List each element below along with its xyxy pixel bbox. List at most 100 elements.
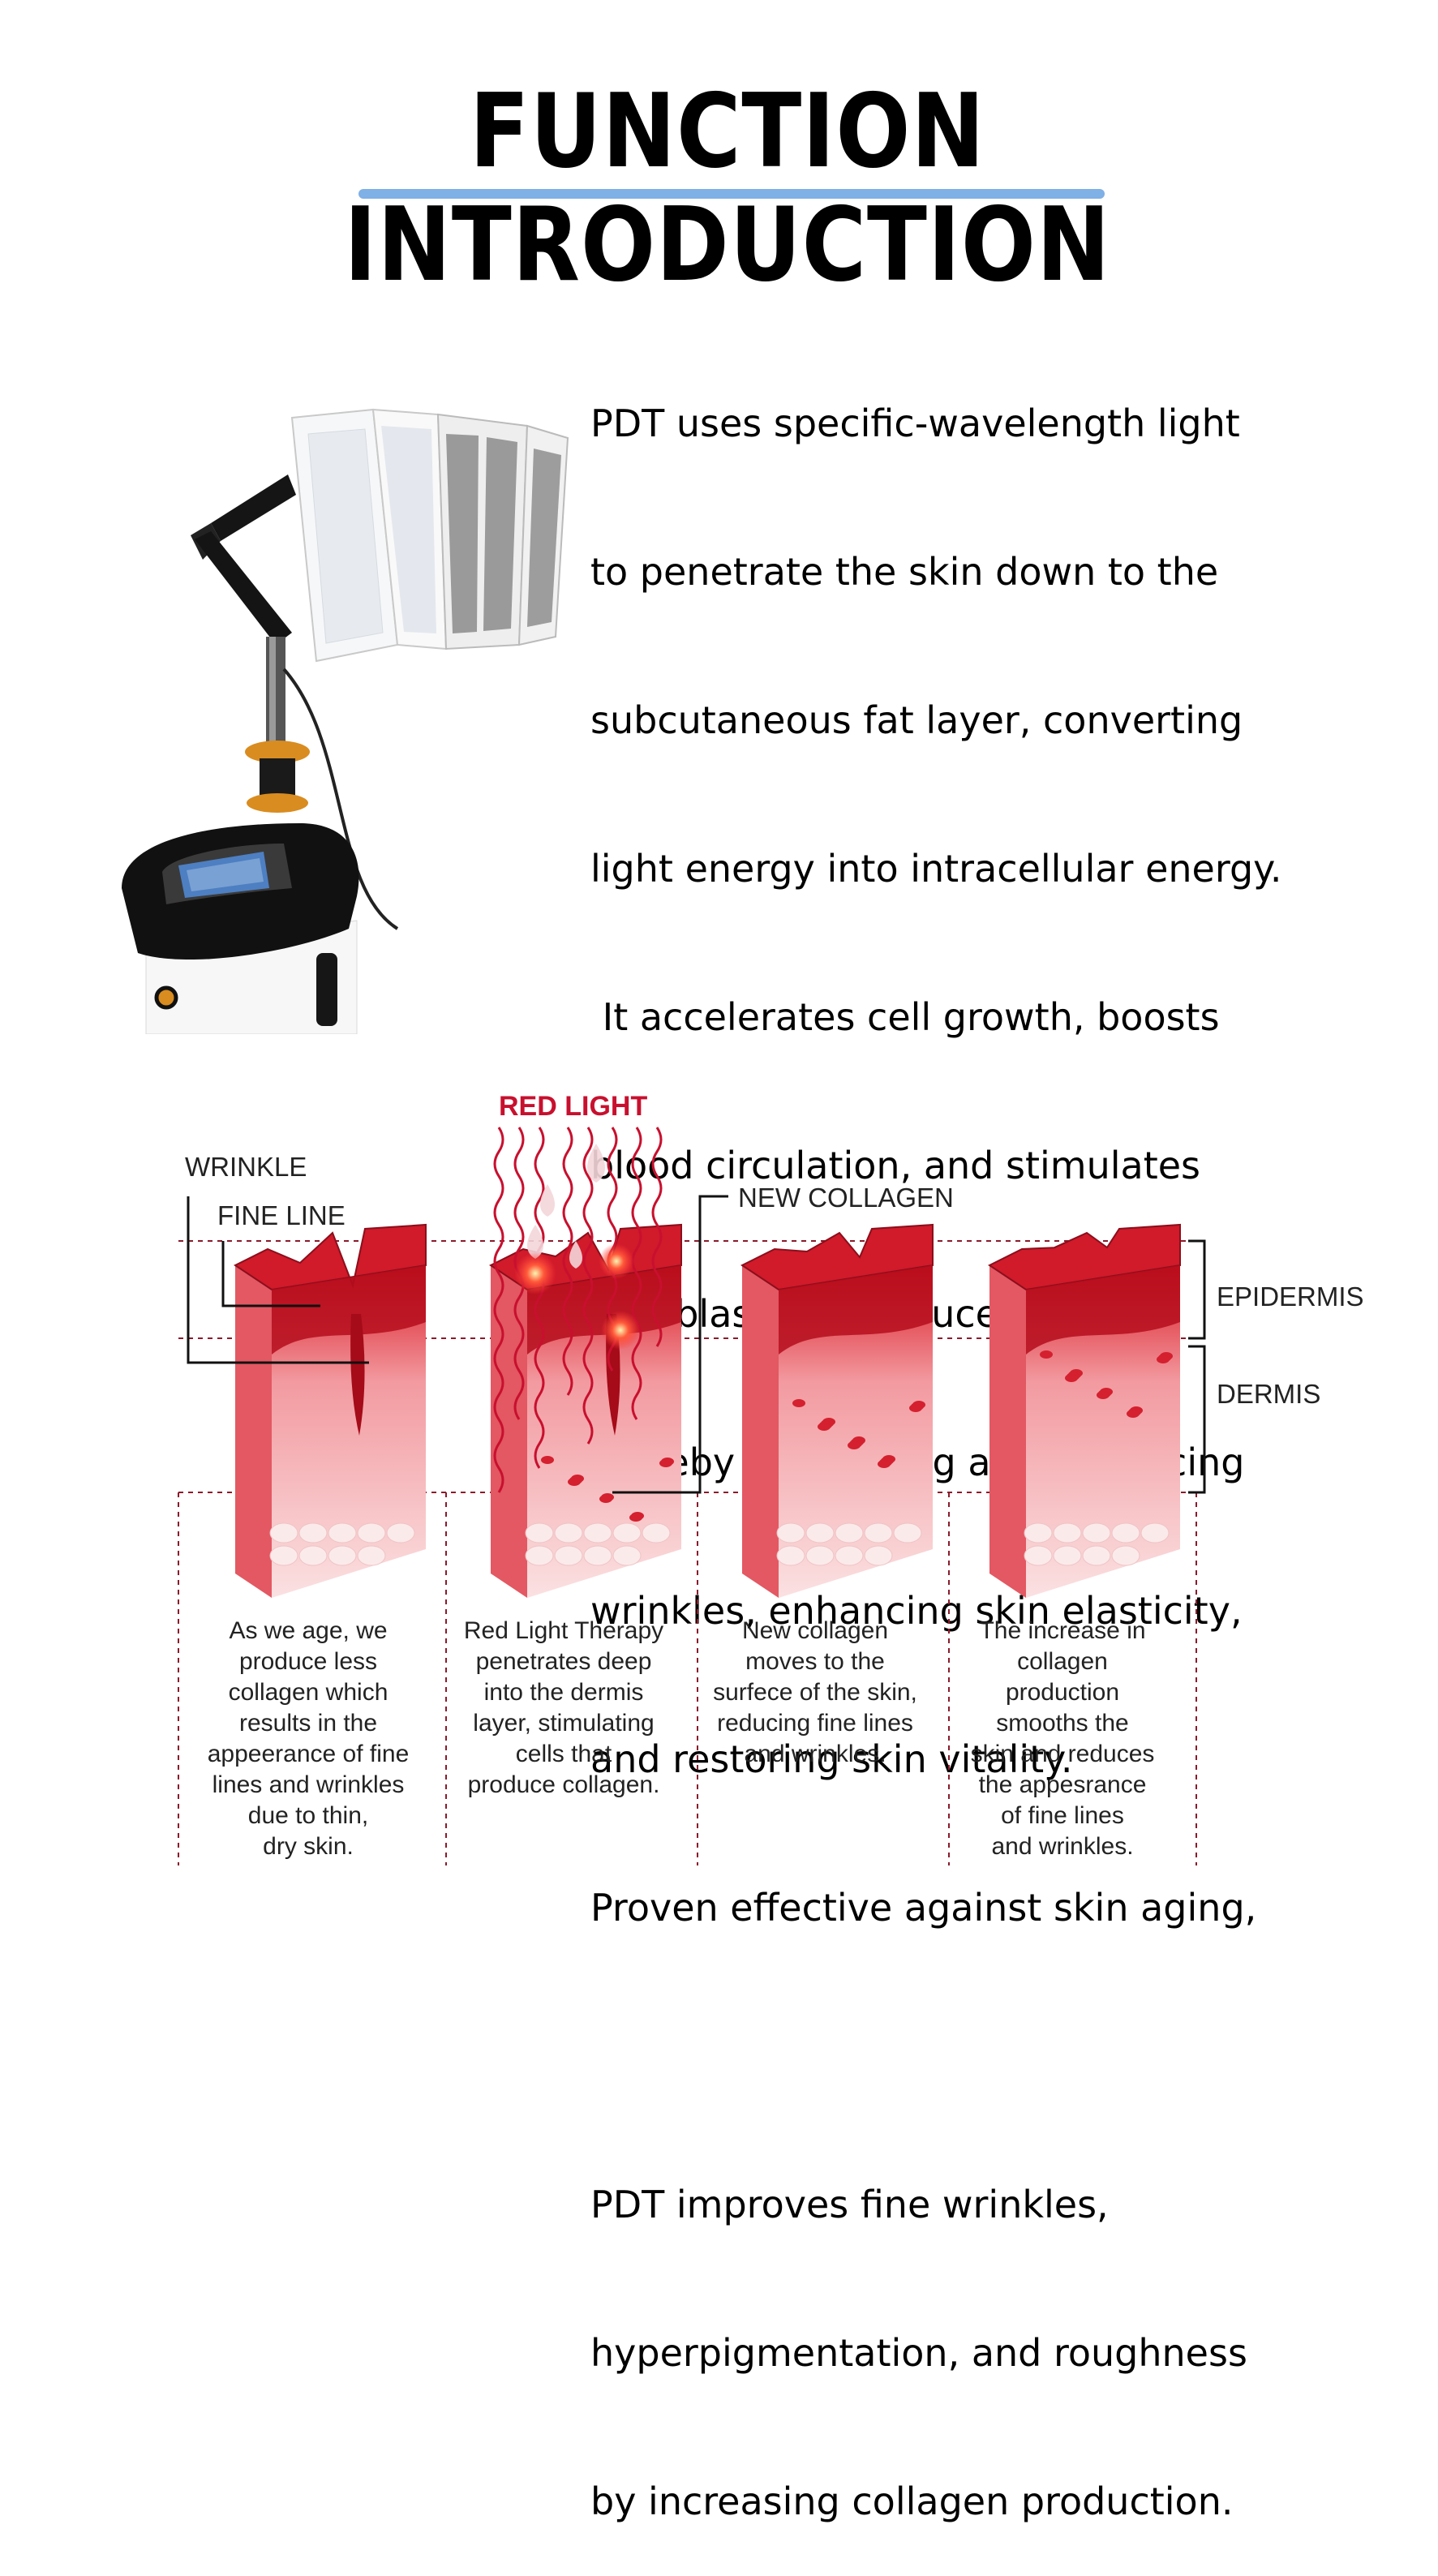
description-line: Proven effective against skin aging, [590,1886,1257,1930]
skin-block-front [272,1265,426,1598]
fat-cell [583,1522,612,1543]
fat-cell [269,1545,298,1566]
caption-line: into the dermis [484,1679,644,1706]
caption-line: smooths the [996,1710,1128,1737]
skin-block-front [1026,1265,1180,1598]
collagen-dot [909,1404,922,1412]
collagen-dot [1097,1391,1110,1399]
fat-cell [1053,1545,1082,1566]
label-wrinkle: WRINKLE [185,1152,307,1182]
collagen-dot [1065,1374,1078,1382]
fat-cell [554,1522,583,1543]
epidermis-band [1026,1265,1180,1355]
caption-line: and wrinkles. [991,1833,1133,1860]
label-dermis: DERMIS [1217,1379,1320,1409]
caption-line: As we age, we [229,1617,387,1644]
caption-line: moves to the [745,1648,885,1675]
fat-cell [328,1545,357,1566]
fat-cell [386,1522,415,1543]
fat-cell [776,1545,805,1566]
epidermis-band [779,1265,933,1355]
fat-cell [328,1522,357,1543]
epidermis-band [272,1265,426,1355]
caption-line: production [1006,1679,1119,1706]
fat-cell [1024,1545,1053,1566]
page-title: FUNCTION INTRODUCTION [344,71,1111,304]
caption-line: surfece of the skin, [713,1679,917,1706]
collagen-dot [1157,1355,1170,1363]
description-line: by increasing collagen production. [590,2479,1234,2523]
wrinkle-depth [350,1314,365,1436]
collagen-dot [1127,1410,1140,1418]
light-glow [599,1243,634,1279]
collagen-dot [878,1460,891,1468]
fat-cell [835,1522,864,1543]
fat-cell [357,1545,386,1566]
caption-line: collagen which [229,1679,388,1706]
collagen-dot [599,1495,612,1503]
caption-line: and wrinkles. [744,1741,886,1767]
label-red-light: RED LIGHT [499,1091,647,1122]
device-neck [260,758,295,799]
collagen-dot [629,1513,642,1522]
collagen-dot [848,1441,861,1449]
description-line: wrinkles, enhancing skin elasticity, [590,1589,1243,1633]
device-collar [247,793,308,813]
fat-cell [554,1545,583,1566]
fat-cell [805,1545,835,1566]
skin-block-front [779,1265,933,1598]
led-device-image [122,408,569,1034]
caption-line: due to thin, [248,1802,368,1829]
collagen-dot [541,1456,554,1464]
skin-block [740,1223,934,1598]
fat-cell [612,1522,642,1543]
title-underline [358,189,1105,199]
skin-block-side [235,1265,272,1598]
caption-line: lines and wrinkles [212,1771,405,1798]
collagen-dot [818,1423,831,1431]
caption-line: Red Light Therapy [464,1617,663,1644]
label-pointers [187,1195,728,1494]
caption-line: appeerance of fine [208,1741,410,1767]
fat-cell [1024,1522,1053,1543]
fat-cell [357,1522,386,1543]
power-button [154,985,178,1010]
fat-cell [1140,1522,1170,1543]
fat-cell [269,1522,298,1543]
device-body [122,823,359,1034]
device-collar [245,741,310,763]
paragraph-gap [590,2032,1410,2081]
caption-line: cells that [516,1741,612,1767]
caption-line: the appesrance [979,1771,1147,1798]
collagen-dot [568,1478,581,1486]
skin-block-side [742,1265,779,1598]
caption-line: New collagen [742,1617,888,1644]
description-line: It accelerates cell growth, boosts [590,995,1220,1039]
fat-cell [893,1522,922,1543]
description-line: subcutaneous fat layer, converting [590,698,1243,742]
caption-line: dry skin. [263,1833,354,1860]
description-line: PDT uses specific-wavelength light [590,401,1240,445]
label-new-collagen: NEW COLLAGEN [738,1183,954,1213]
caption-line: results in the [239,1710,377,1737]
caption-line: produce less [239,1648,377,1675]
collagen-dot [659,1459,672,1467]
light-glow [601,1311,640,1350]
fat-cell [298,1522,328,1543]
collagen-dot [1040,1350,1053,1359]
caption-line: produce collagen. [468,1771,660,1798]
skin-diagram: WRINKLE FINE LINE NEW COLLAGEN EPIDERMIS… [178,1091,1363,1865]
device-handle [316,953,337,1026]
fat-cell [1053,1522,1082,1543]
fat-cell [642,1522,671,1543]
fat-cell [864,1545,893,1566]
caption-line: penetrates deep [476,1648,652,1675]
fat-cell [525,1522,554,1543]
fat-cell [805,1522,835,1543]
light-glow [514,1252,556,1294]
device-cable [282,668,399,930]
skin-block [988,1223,1181,1598]
light-droplets [527,1144,605,1269]
caption-line: reducing fine lines [717,1710,913,1737]
fat-cell [1111,1545,1140,1566]
